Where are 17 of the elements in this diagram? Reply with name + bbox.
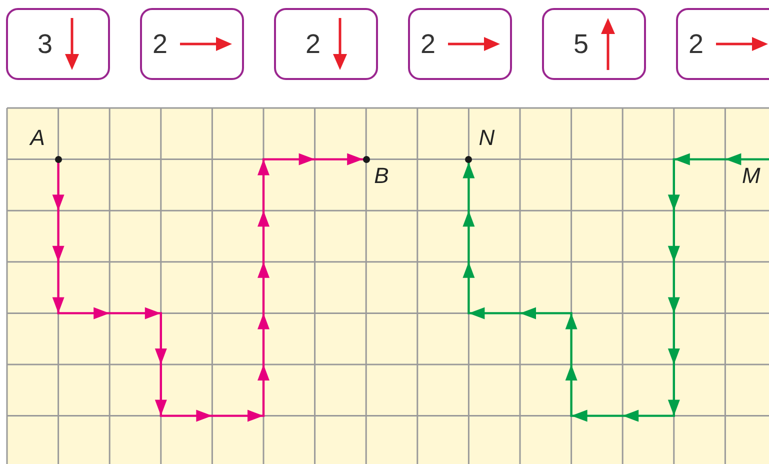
step-count: 3	[37, 28, 53, 61]
point-label: N	[478, 127, 495, 150]
path-arrow	[462, 153, 769, 422]
point-label: M	[742, 165, 760, 187]
step-count: 2	[420, 28, 436, 61]
step-count: 2	[688, 28, 704, 61]
step-count: 5	[573, 28, 589, 61]
step-card	[140, 8, 244, 80]
step-card	[274, 8, 378, 80]
step-card	[6, 8, 110, 80]
point-label: A	[30, 127, 45, 150]
step-card	[676, 8, 769, 80]
step-count: 2	[305, 28, 321, 61]
step-count: 2	[152, 28, 168, 61]
step-card	[542, 8, 646, 80]
point-label: B	[374, 165, 389, 188]
step-card	[408, 8, 512, 80]
